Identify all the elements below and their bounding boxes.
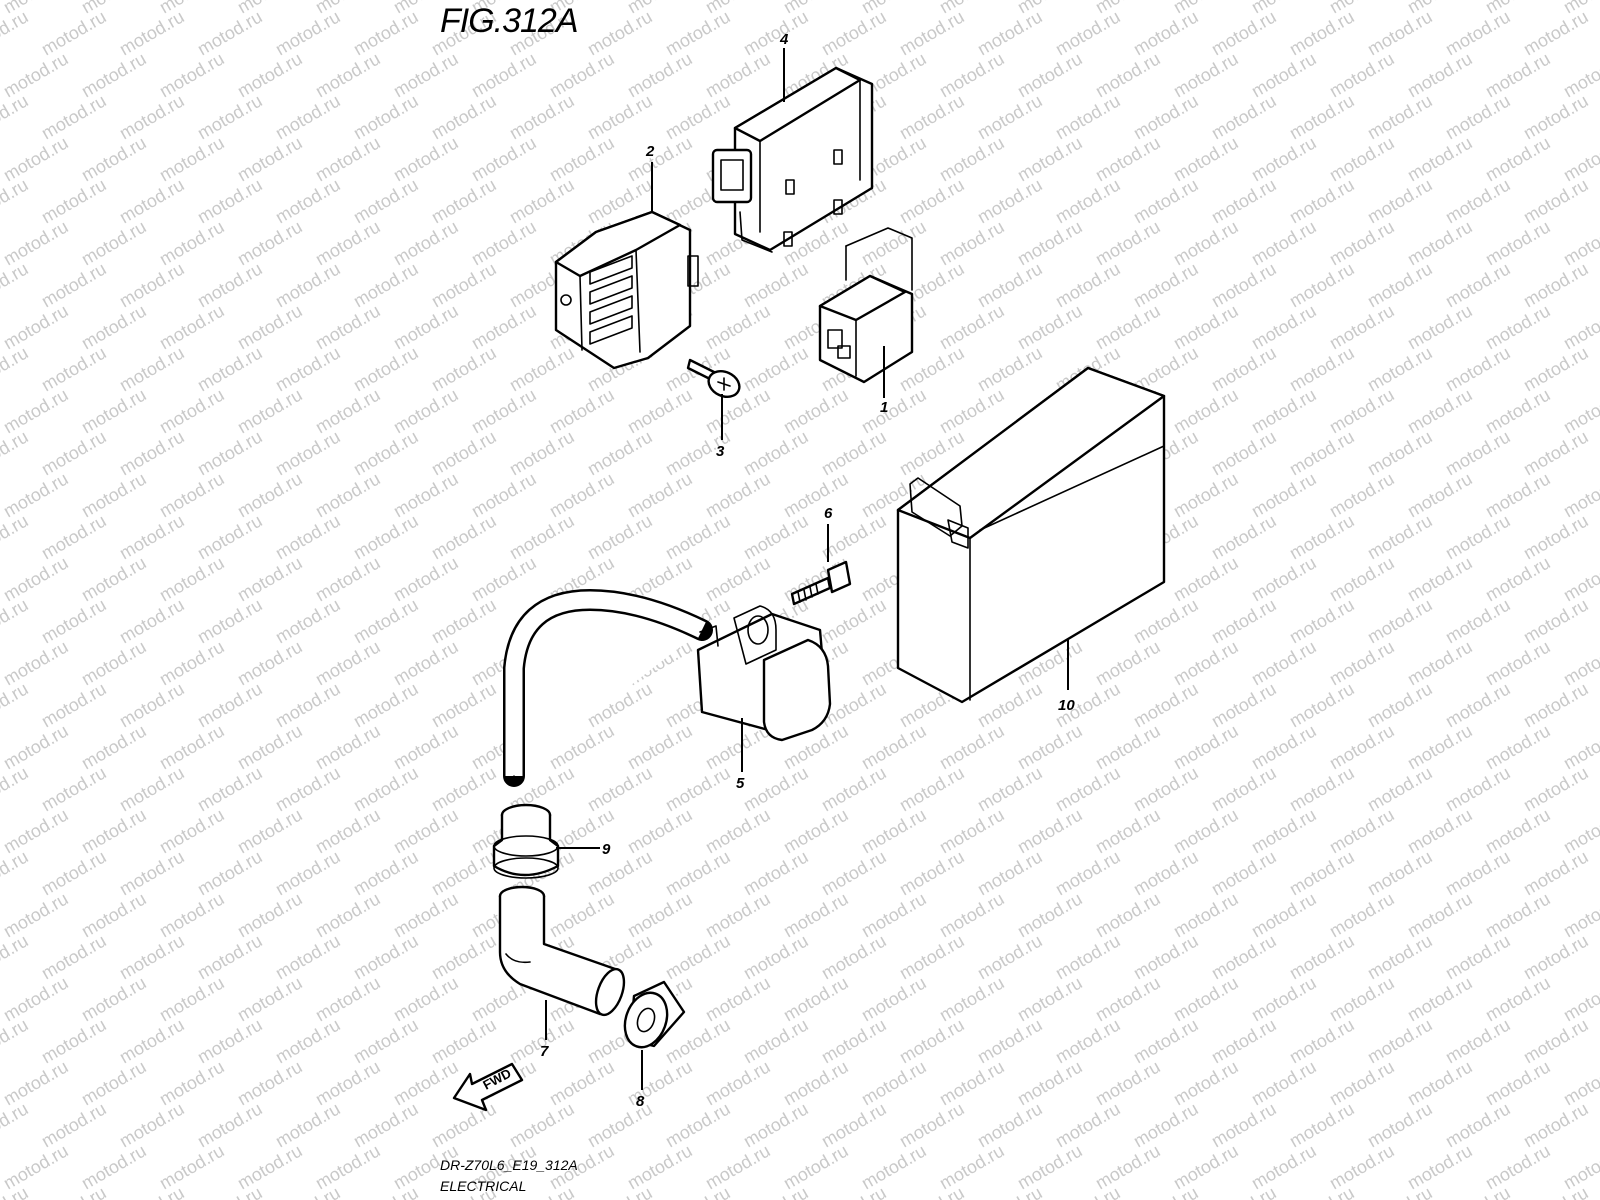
- part-5-ignition-coil[interactable]: [503, 589, 832, 787]
- callout-5[interactable]: 5: [736, 775, 745, 792]
- part-10-battery[interactable]: [896, 366, 1166, 704]
- figure-title: FIG.312A: [440, 2, 579, 40]
- callout-8[interactable]: 8: [636, 1093, 645, 1110]
- callout-6[interactable]: 6: [824, 505, 833, 522]
- callout-10[interactable]: 10: [1058, 697, 1075, 714]
- figure-name: ELECTRICAL: [440, 1178, 527, 1194]
- callout-numbers: 4 2 1 3 6 10 5 9 7 8: [540, 31, 1075, 1110]
- callout-2[interactable]: 2: [645, 143, 655, 160]
- part-3-screw[interactable]: [686, 358, 744, 402]
- part-9-grommet[interactable]: [492, 803, 560, 879]
- part-2-regulator[interactable]: [554, 210, 699, 370]
- figure-code: DR-Z70L6_E19_312A: [440, 1157, 578, 1173]
- part-1-coupler[interactable]: [818, 227, 914, 384]
- callout-9[interactable]: 9: [602, 841, 611, 858]
- part-8-cap-seal[interactable]: [618, 980, 686, 1053]
- callout-7[interactable]: 7: [540, 1043, 549, 1060]
- part-7-plug-cap[interactable]: [498, 885, 629, 1019]
- part-4-cdi-unit[interactable]: [711, 66, 874, 253]
- leader-lines: [545, 48, 1069, 1090]
- fwd-arrow-icon: FWD: [452, 1062, 524, 1112]
- callout-3[interactable]: 3: [716, 443, 725, 460]
- callout-4[interactable]: 4: [779, 31, 789, 48]
- part-6-bolt[interactable]: [790, 560, 852, 606]
- callout-1[interactable]: 1: [880, 399, 888, 416]
